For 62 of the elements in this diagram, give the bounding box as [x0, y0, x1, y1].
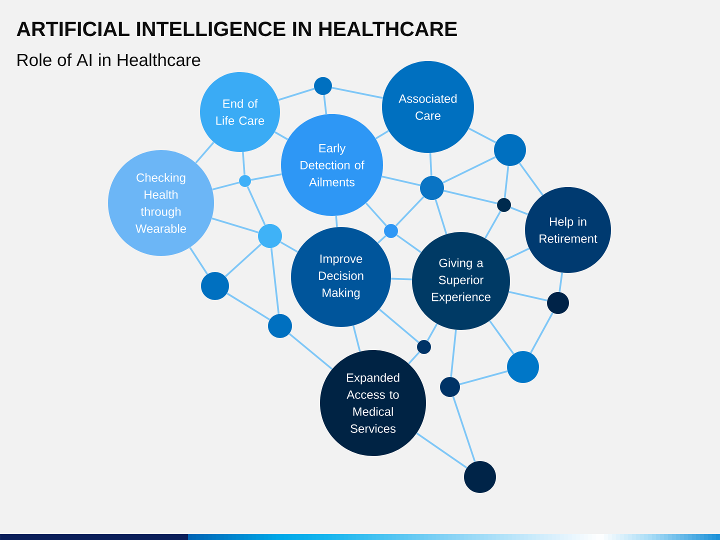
network-dot: [201, 272, 229, 300]
connector-line: [212, 182, 240, 190]
connector-line: [468, 128, 496, 144]
connector-line: [382, 176, 420, 186]
connector-line: [246, 186, 266, 226]
connector-line: [508, 291, 548, 302]
connector-line: [442, 156, 496, 184]
connector-line: [378, 308, 420, 344]
connector-line: [280, 241, 298, 253]
connector-line: [195, 142, 214, 164]
connector-line: [452, 396, 476, 462]
connector-line: [391, 278, 412, 280]
connector-line: [332, 86, 383, 99]
connector-line: [278, 88, 314, 101]
connector-line: [510, 206, 528, 216]
connector-line: [444, 190, 498, 204]
connector-line: [530, 312, 554, 354]
network-dot: [420, 176, 444, 200]
connector-line: [460, 370, 508, 386]
connector-line: [250, 173, 282, 181]
network-dot: [440, 377, 460, 397]
connector-line: [224, 244, 262, 278]
connector-line: [434, 199, 448, 234]
connector-line: [189, 247, 208, 275]
connector-line: [375, 130, 389, 140]
connector-line: [504, 166, 510, 198]
network-dot: [268, 314, 292, 338]
network-dot: [417, 340, 431, 354]
connector-line: [242, 152, 246, 175]
connector-line: [505, 248, 530, 261]
network-dot: [464, 461, 496, 493]
connector-line: [226, 292, 270, 320]
connector-line: [484, 210, 502, 239]
connector-line: [323, 95, 328, 114]
subtitle: Role of AI in Healthcare: [18, 53, 200, 66]
title: ARTIFICIAL INTELLIGENCE IN HEALTHCARE: [16, 22, 457, 36]
network-dot: [314, 77, 332, 95]
connector-line: [395, 196, 424, 226]
connector-line: [270, 248, 280, 314]
connector-line: [426, 323, 438, 342]
connector-line: [365, 202, 387, 226]
connector-line: [518, 162, 544, 196]
connector-line: [396, 234, 422, 254]
connector-line: [429, 153, 432, 176]
connector-line: [450, 330, 457, 377]
network-dot: [239, 175, 251, 187]
connector-line: [274, 131, 288, 140]
network-dot: [258, 224, 282, 248]
connector-line: [288, 333, 333, 370]
network-dot: [494, 134, 526, 166]
connector-line: [408, 352, 420, 364]
connector-line: [558, 272, 564, 292]
connector-line: [416, 432, 468, 469]
network-dot: [497, 198, 511, 212]
network-dot: [507, 351, 539, 383]
connector-line: [352, 325, 361, 352]
connector-line: [212, 218, 259, 234]
network-dot: [384, 224, 398, 238]
connector-line: [489, 320, 514, 354]
connector-line: [335, 216, 338, 228]
connector-line: [377, 235, 386, 244]
network-dot: [547, 292, 569, 314]
